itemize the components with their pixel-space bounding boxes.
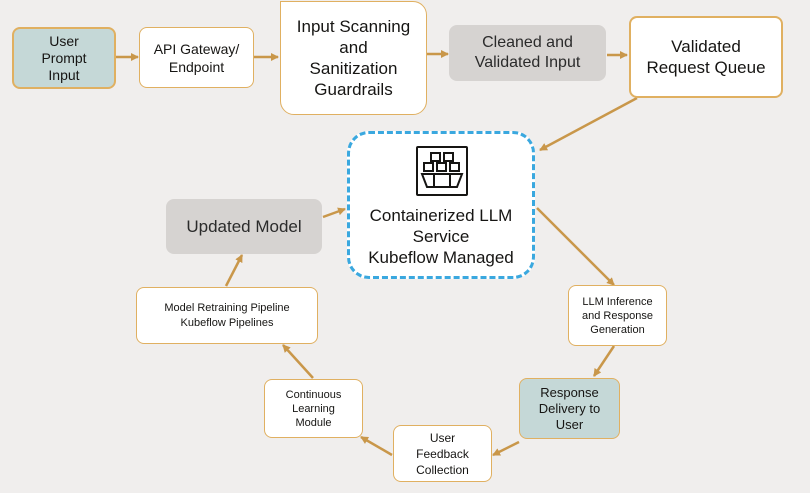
updated-model-node: Updated Model (166, 199, 322, 254)
user-prompt-input-node: User Prompt Input (12, 27, 116, 89)
validated-request-queue-label: Validated Request Queue (646, 37, 766, 77)
continuous-learning-label: Continuous Learning Module (285, 388, 342, 429)
containerized-llm-service-node: Containerized LLM Service Kubeflow Manag… (347, 131, 535, 279)
input-scanning-node: Input Scanning and Sanitization Guardrai… (280, 1, 427, 115)
arrow-retraining-to-updated (224, 254, 244, 287)
user-feedback-collection-label: User Feedback Collection (416, 430, 469, 477)
container-ship-icon (416, 146, 468, 196)
arrow-llm-to-inference (536, 207, 615, 286)
model-retraining-pipeline-node: Model Retraining Pipeline Kubeflow Pipel… (136, 287, 318, 344)
arrow-feedback-to-learning (360, 435, 393, 457)
containerized-llm-service-label: Containerized LLM Service Kubeflow Manag… (368, 206, 514, 267)
response-delivery-label: Response Delivery to User (538, 384, 601, 432)
api-gateway-node: API Gateway/ Endpoint (139, 27, 254, 88)
llm-inference-node: LLM Inference and Response Generation (568, 285, 667, 346)
arrow-learning-to-retraining (282, 344, 314, 379)
cleaned-input-node: Cleaned and Validated Input (449, 25, 606, 81)
input-scanning-label: Input Scanning and Sanitization Guardrai… (296, 17, 411, 99)
continuous-learning-node: Continuous Learning Module (264, 379, 363, 438)
llm-inference-label: LLM Inference and Response Generation (582, 295, 653, 336)
arrow-queue-to-llm (539, 96, 638, 152)
arrow-updated-to-llm (322, 207, 346, 219)
model-retraining-pipeline-label: Model Retraining Pipeline Kubeflow Pipel… (164, 301, 290, 329)
validated-request-queue-node: Validated Request Queue (629, 16, 783, 98)
arrow-inference-to-delivery (592, 345, 616, 377)
api-gateway-label: API Gateway/ Endpoint (153, 40, 240, 75)
user-feedback-collection-node: User Feedback Collection (393, 425, 492, 482)
arrow-delivery-to-feedback (492, 440, 520, 457)
response-delivery-node: Response Delivery to User (519, 378, 620, 439)
updated-model-label: Updated Model (186, 216, 302, 236)
cleaned-input-label: Cleaned and Validated Input (474, 34, 581, 71)
user-prompt-input-label: User Prompt Input (41, 32, 87, 83)
